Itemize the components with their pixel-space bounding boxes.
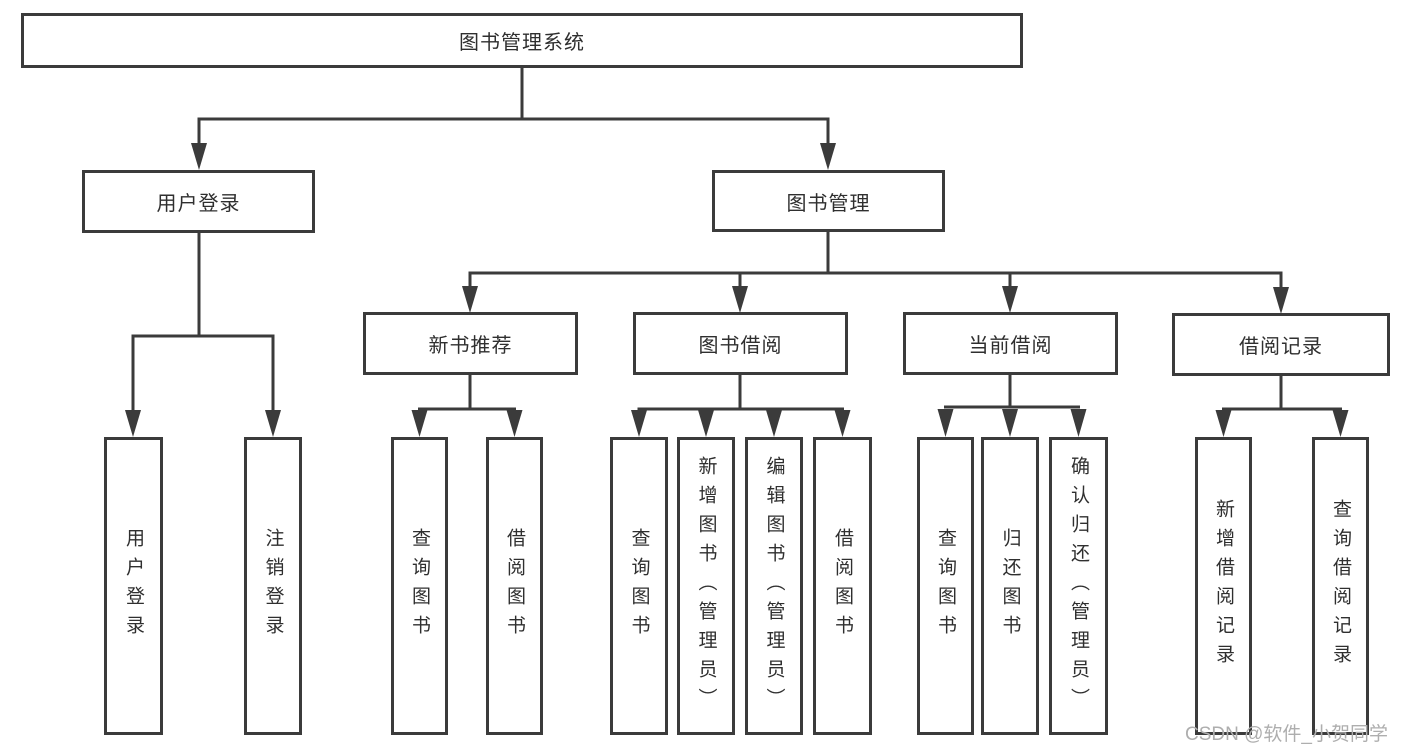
node-book-borrowing: 图书借阅 <box>633 312 848 375</box>
leaf-return-books: 归还图书 <box>981 437 1039 735</box>
csdn-watermark: CSDN @软件_小贺同学 <box>1185 724 1388 745</box>
node-new-book-recommend-label: 新书推荐 <box>428 335 513 357</box>
connector-new-book-to-leaves <box>411 375 523 437</box>
leaf-query-books-borrowing: 查询图书 <box>610 437 668 735</box>
node-book-borrowing-label: 图书借阅 <box>698 335 783 357</box>
leaf-add-books-admin: 新增图书（管理员） <box>677 437 735 735</box>
leaf-edit-books-admin-label: 编辑图书（管理员） <box>763 455 785 717</box>
leaf-add-borrow-record: 新增借阅记录 <box>1195 437 1252 735</box>
leaf-query-books-current: 查询图书 <box>917 437 974 735</box>
connector-user-login-to-leaves <box>125 233 281 437</box>
connector-borrow-record-to-leaves <box>1215 376 1349 437</box>
leaf-query-books-current-label: 查询图书 <box>935 528 956 644</box>
node-new-book-recommend: 新书推荐 <box>363 312 578 375</box>
leaf-query-books-borrowing-label: 查询图书 <box>628 528 650 644</box>
leaf-logout: 注销登录 <box>244 437 302 735</box>
leaf-add-borrow-record-label: 新增借阅记录 <box>1213 499 1234 673</box>
leaf-add-books-admin-label: 新增图书（管理员） <box>695 455 717 717</box>
leaf-user-login: 用户登录 <box>104 437 163 735</box>
leaf-query-books-newbook: 查询图书 <box>391 437 448 735</box>
leaf-query-borrow-record-label: 查询借阅记录 <box>1330 499 1351 673</box>
leaf-borrow-books-newbook-label: 借阅图书 <box>504 528 525 644</box>
connector-book-mgmt-to-level2 <box>462 232 1289 314</box>
leaf-query-borrow-record: 查询借阅记录 <box>1312 437 1369 735</box>
node-user-login: 用户登录 <box>82 170 315 233</box>
connector-root-to-level1 <box>191 68 836 170</box>
leaf-logout-label: 注销登录 <box>262 528 284 644</box>
leaf-confirm-return-admin-label: 确认归还（管理员） <box>1068 455 1089 717</box>
leaf-borrow-books-borrowing-label: 借阅图书 <box>832 528 853 644</box>
node-library-system-label: 图书管理系统 <box>459 32 585 54</box>
leaf-return-books-label: 归还图书 <box>999 528 1021 644</box>
node-current-borrowing-label: 当前借阅 <box>968 335 1053 357</box>
node-current-borrowing: 当前借阅 <box>903 312 1118 375</box>
leaf-edit-books-admin: 编辑图书（管理员） <box>745 437 803 735</box>
leaf-confirm-return-admin: 确认归还（管理员） <box>1049 437 1108 735</box>
connector-book-borrow-to-leaves <box>631 375 851 437</box>
leaf-user-login-label: 用户登录 <box>123 528 144 644</box>
node-book-management-label: 图书管理 <box>786 192 871 215</box>
node-library-system: 图书管理系统 <box>21 13 1023 68</box>
node-borrow-records: 借阅记录 <box>1172 313 1390 376</box>
leaf-query-books-newbook-label: 查询图书 <box>409 528 430 644</box>
node-book-management: 图书管理 <box>712 170 945 232</box>
node-user-login-label: 用户登录 <box>156 193 241 215</box>
leaf-borrow-books-borrowing: 借阅图书 <box>813 437 872 735</box>
connector-current-borrow-to-leaves <box>937 375 1087 437</box>
leaf-borrow-books-newbook: 借阅图书 <box>486 437 543 735</box>
node-borrow-records-label: 借阅记录 <box>1239 336 1323 358</box>
